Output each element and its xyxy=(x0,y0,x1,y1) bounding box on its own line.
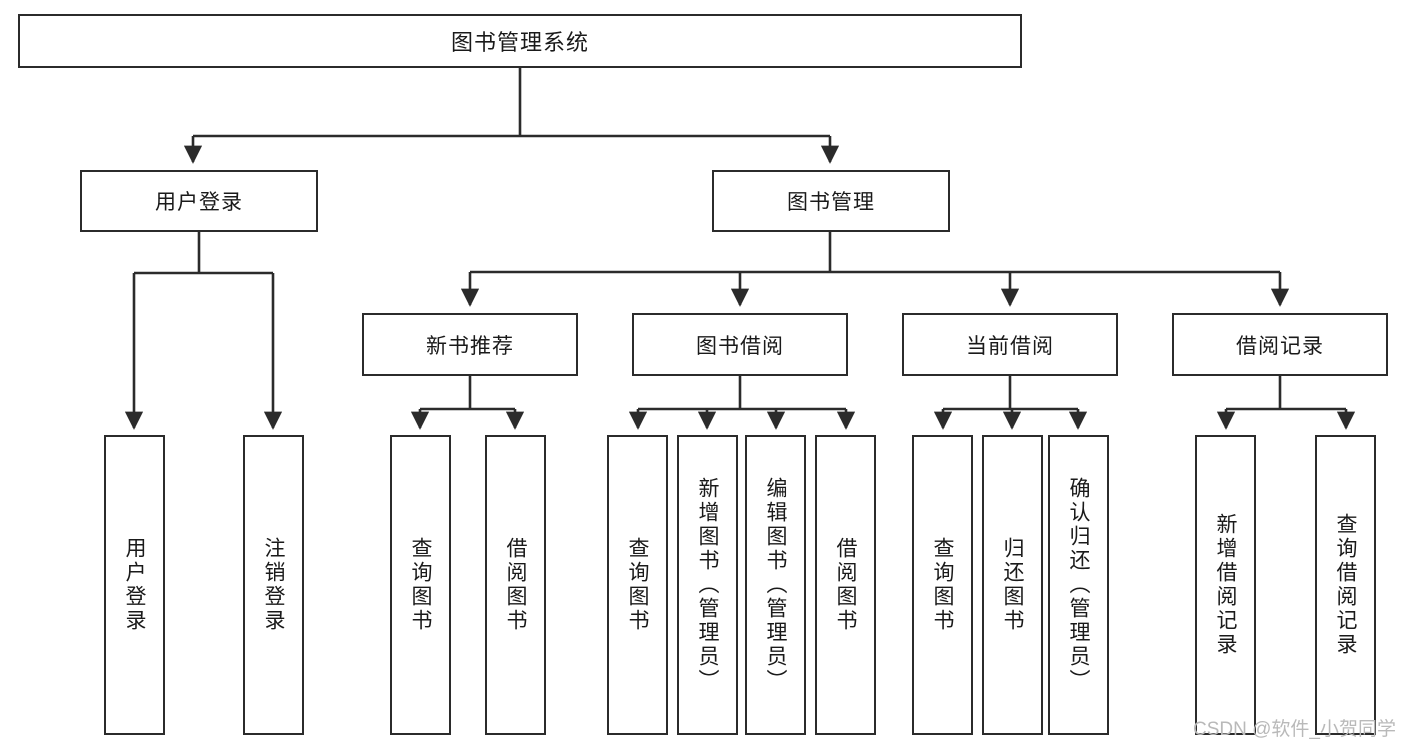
leaf-borrow-book-1-label: 借阅图书 xyxy=(504,537,527,633)
node-book-management[interactable]: 图书管理 xyxy=(712,170,950,232)
leaf-add-borrow-record-label: 新增借阅记录 xyxy=(1214,513,1237,657)
node-new-book-recommend-label: 新书推荐 xyxy=(426,334,514,358)
leaf-borrow-book-1[interactable]: 借阅图书 xyxy=(485,435,546,735)
leaf-query-borrow-record[interactable]: 查询借阅记录 xyxy=(1315,435,1376,735)
node-current-borrow[interactable]: 当前借阅 xyxy=(902,313,1118,376)
leaf-edit-book-admin-label: 编辑图书（管理员） xyxy=(764,477,787,693)
node-user-login[interactable]: 用户登录 xyxy=(80,170,318,232)
leaf-confirm-return-admin-label: 确认归还（管理员） xyxy=(1067,477,1090,693)
node-book-borrow-label: 图书借阅 xyxy=(696,334,784,358)
node-borrow-record-label: 借阅记录 xyxy=(1236,334,1324,358)
leaf-query-borrow-record-label: 查询借阅记录 xyxy=(1334,513,1357,657)
leaf-confirm-return-admin[interactable]: 确认归还（管理员） xyxy=(1048,435,1109,735)
leaf-query-book-2-label: 查询图书 xyxy=(626,537,649,633)
leaf-query-book-1-label: 查询图书 xyxy=(409,537,432,633)
node-root-label: 图书管理系统 xyxy=(450,30,589,55)
leaf-query-book-3-label: 查询图书 xyxy=(931,537,954,633)
leaf-query-book-2[interactable]: 查询图书 xyxy=(607,435,668,735)
leaf-query-book-3[interactable]: 查询图书 xyxy=(912,435,973,735)
node-user-login-label: 用户登录 xyxy=(155,191,243,214)
leaf-add-book-admin-label: 新增图书（管理员） xyxy=(696,477,719,693)
node-root[interactable]: 图书管理系统 xyxy=(18,14,1022,68)
node-book-borrow[interactable]: 图书借阅 xyxy=(632,313,848,376)
watermark: CSDN @软件_小贺同学 xyxy=(1193,719,1396,740)
leaf-user-logout[interactable]: 注销登录 xyxy=(243,435,304,735)
leaf-borrow-book-2[interactable]: 借阅图书 xyxy=(815,435,876,735)
node-book-management-label: 图书管理 xyxy=(787,191,875,214)
leaf-user-login[interactable]: 用户登录 xyxy=(104,435,165,735)
node-current-borrow-label: 当前借阅 xyxy=(966,334,1054,358)
leaf-borrow-book-2-label: 借阅图书 xyxy=(834,537,857,633)
leaf-user-login-label: 用户登录 xyxy=(123,537,146,633)
leaf-return-book[interactable]: 归还图书 xyxy=(982,435,1043,735)
leaf-edit-book-admin[interactable]: 编辑图书（管理员） xyxy=(745,435,806,735)
leaf-return-book-label: 归还图书 xyxy=(1001,537,1024,633)
leaf-user-logout-label: 注销登录 xyxy=(262,537,285,633)
leaf-add-borrow-record[interactable]: 新增借阅记录 xyxy=(1195,435,1256,735)
leaf-add-book-admin[interactable]: 新增图书（管理员） xyxy=(677,435,738,735)
node-borrow-record[interactable]: 借阅记录 xyxy=(1172,313,1388,376)
node-new-book-recommend[interactable]: 新书推荐 xyxy=(362,313,578,376)
leaf-query-book-1[interactable]: 查询图书 xyxy=(390,435,451,735)
